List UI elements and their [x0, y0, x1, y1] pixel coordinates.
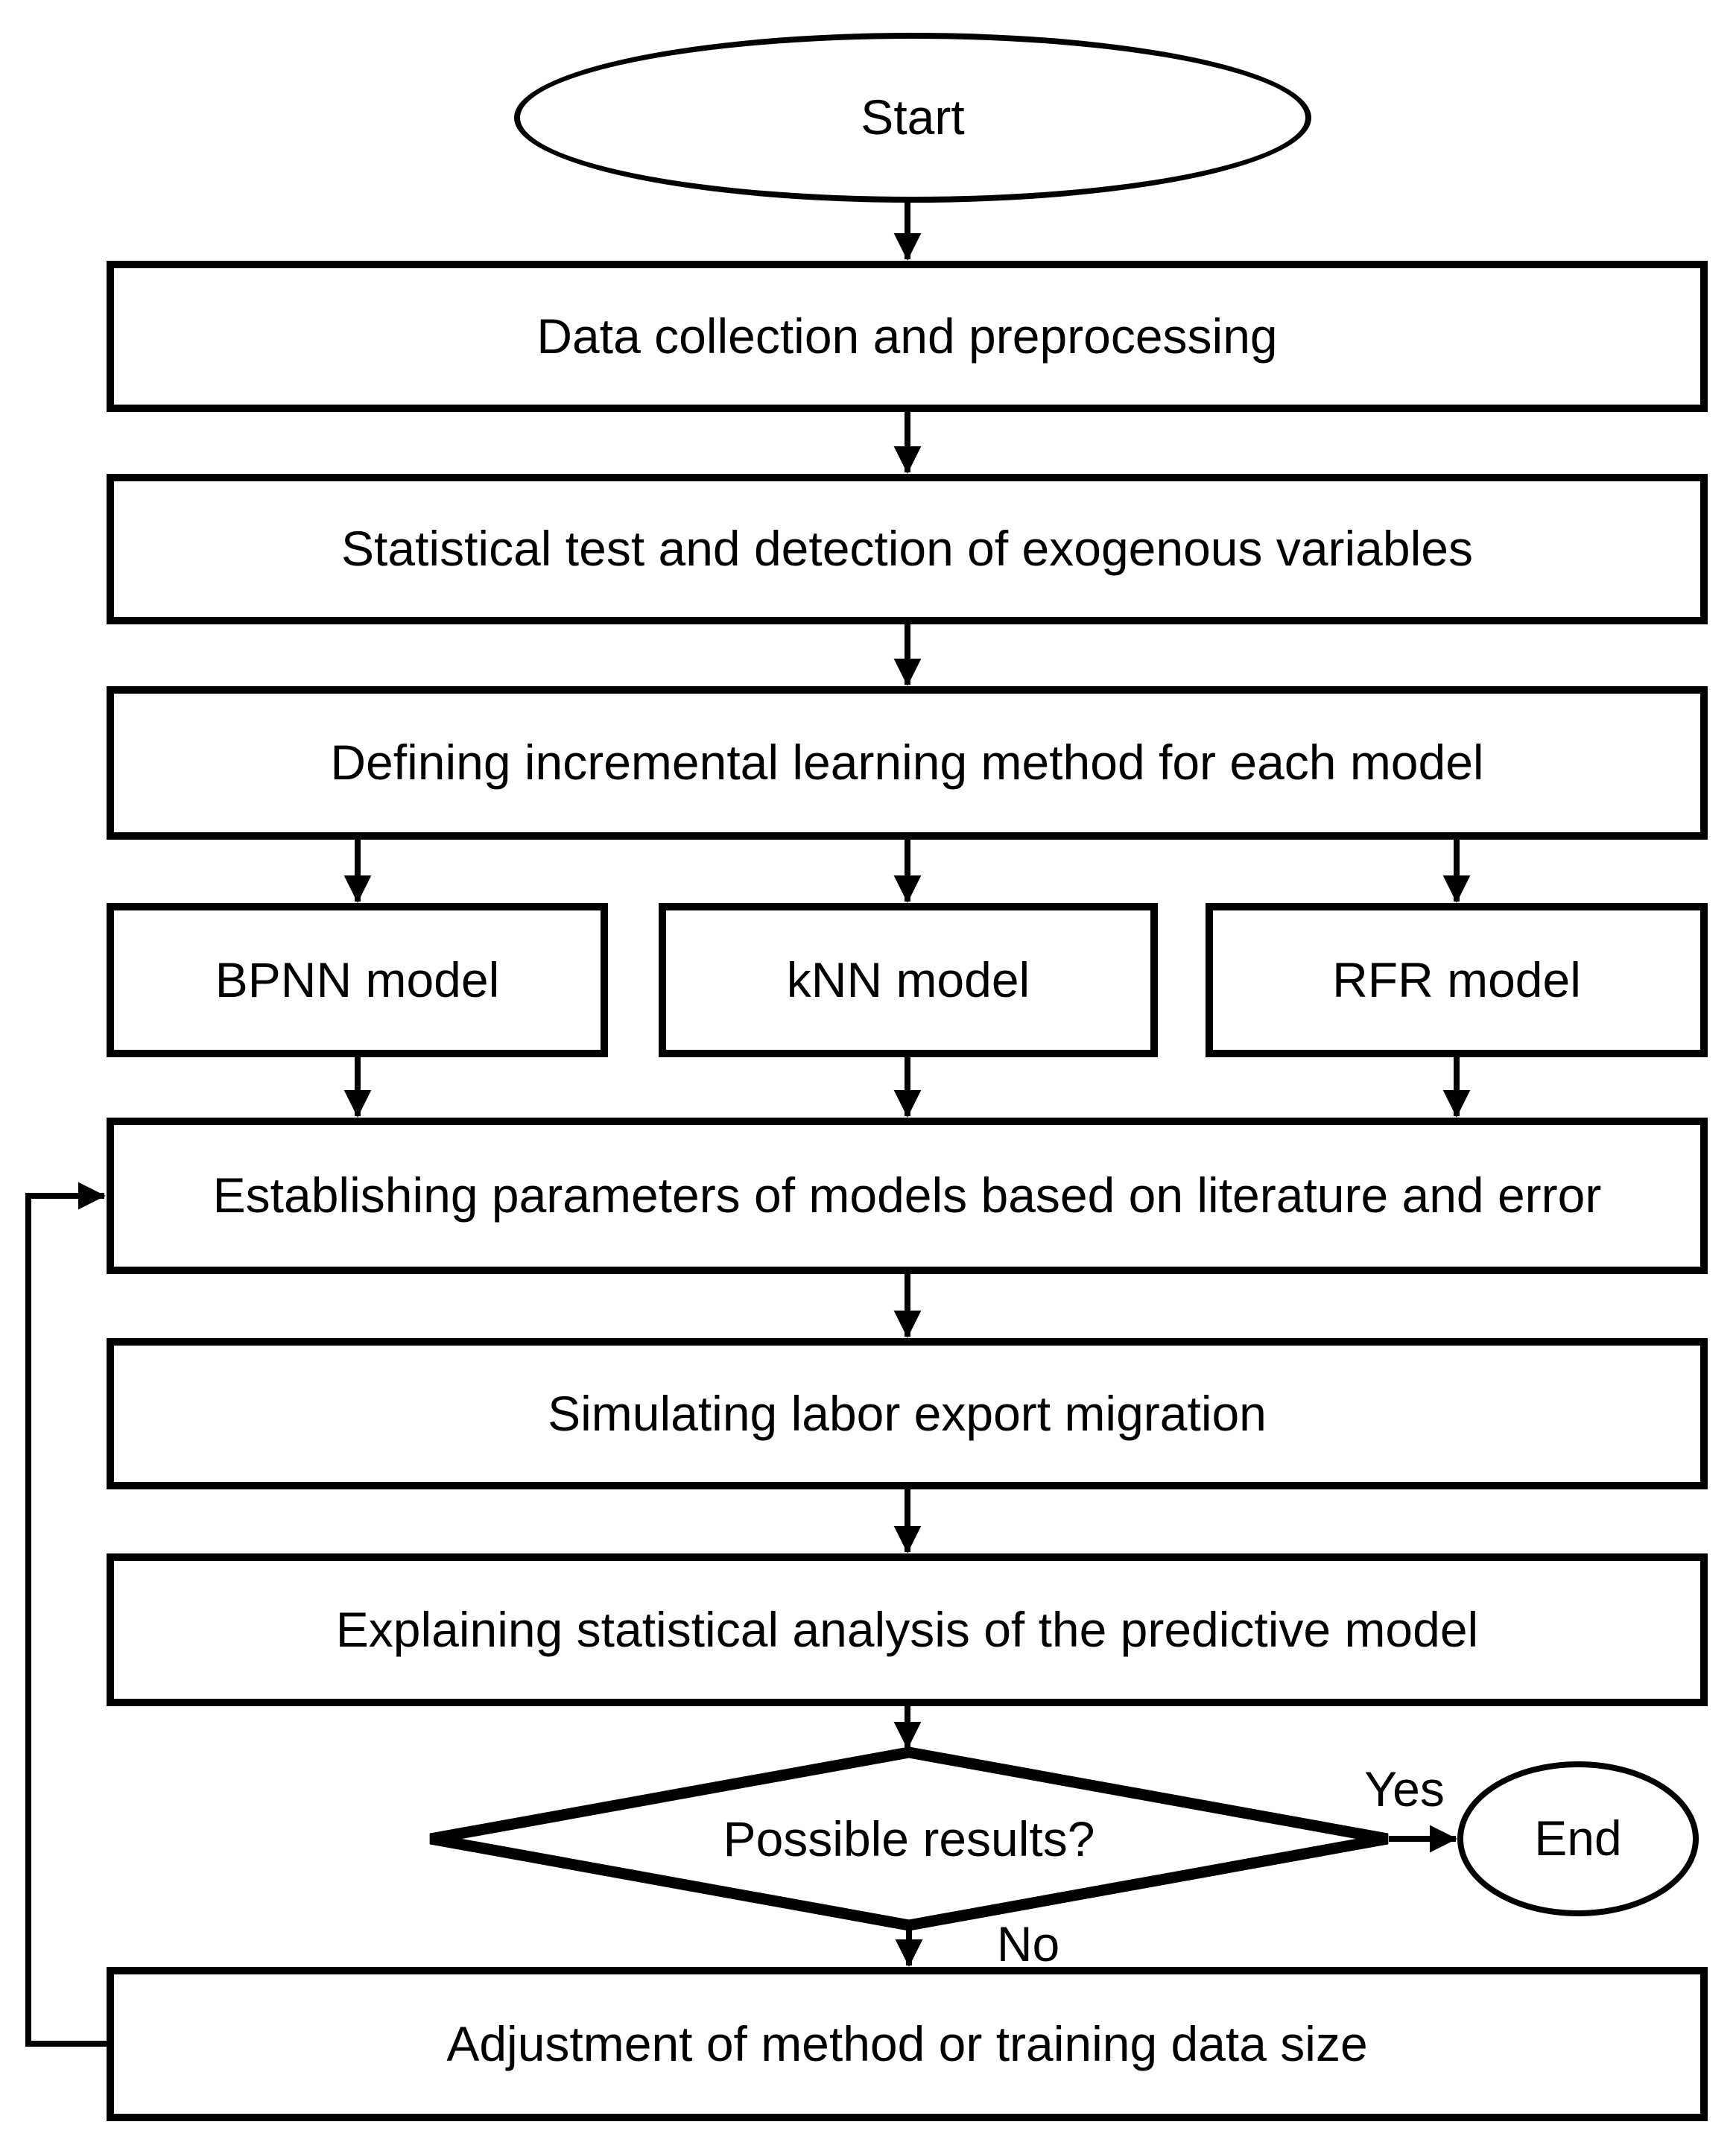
- feedback-loop-adjustment-to-establish: [25, 1182, 107, 2047]
- edge-label-yes: Yes: [1364, 1761, 1445, 1816]
- node-start: Start: [514, 33, 1311, 203]
- edge-label-no: No: [996, 1916, 1060, 1971]
- node-bpnn-model: BPNN model: [107, 903, 608, 1057]
- node-knn-model: kNN model: [659, 903, 1158, 1057]
- node-decision-label: Possible results?: [723, 1811, 1095, 1866]
- node-incremental-learning: Defining incremental learning method for…: [107, 686, 1708, 840]
- node-rfr-model: RFR model: [1206, 903, 1708, 1057]
- node-data-collection: Data collection and preprocessing: [107, 261, 1708, 412]
- node-explain-analysis: Explaining statistical analysis of the p…: [107, 1553, 1708, 1706]
- node-adjustment: Adjustment of method or training data si…: [107, 1967, 1708, 2121]
- node-end: End: [1457, 1761, 1699, 1916]
- node-statistical-test: Statistical test and detection of exogen…: [107, 474, 1708, 624]
- node-establish-parameters: Establishing parameters of models based …: [107, 1118, 1708, 1274]
- node-simulate-migration: Simulating labor export migration: [107, 1338, 1708, 1489]
